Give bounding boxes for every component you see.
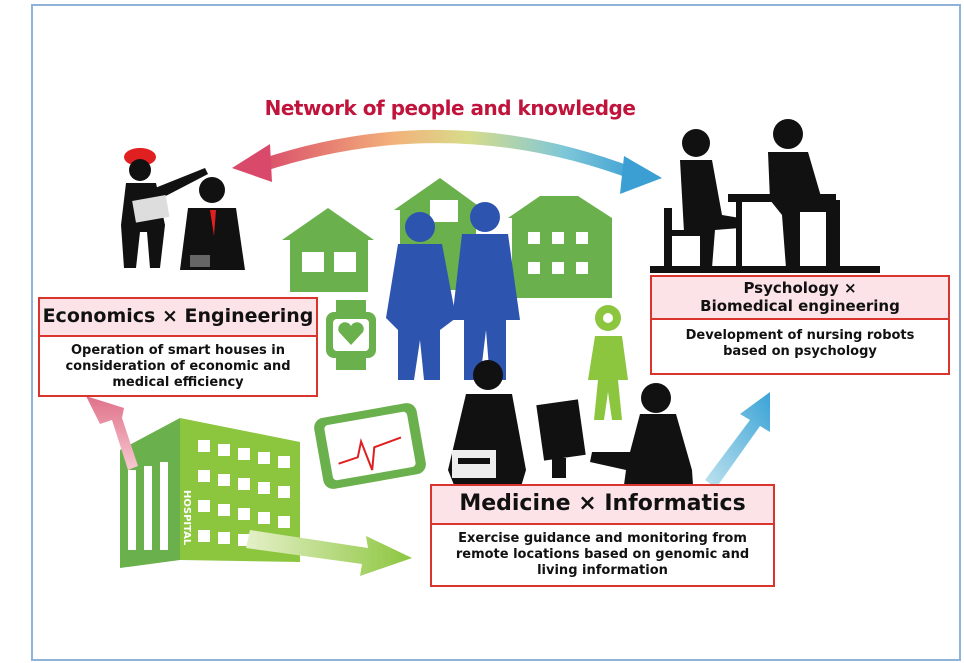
hospital-sign: HOSPITAL xyxy=(181,490,192,546)
economics-engineering-box: Economics × Engineering Operation of sma… xyxy=(38,297,318,397)
psychology-biomedical-box: Psychology × Biomedical engineering Deve… xyxy=(650,275,950,375)
counseling-silhouette xyxy=(650,119,880,273)
psychology-heading-line1: Psychology × xyxy=(743,279,857,297)
hospital-building-icon: HOSPITAL xyxy=(120,418,300,568)
economics-engineering-text: Operation of smart houses in considerati… xyxy=(65,343,291,390)
computer-user-silhouette xyxy=(536,383,694,500)
green-arrow xyxy=(246,530,412,576)
smartwatch-icon xyxy=(326,300,376,370)
psychology-biomedical-text: Development of nursing robots based on p… xyxy=(685,328,915,359)
economics-engineering-heading: Economics × Engineering xyxy=(40,299,316,337)
pink-arrow xyxy=(86,396,138,470)
worker-silhouette xyxy=(121,148,208,268)
businessman-silhouette xyxy=(180,177,245,270)
robot-icon xyxy=(588,305,628,420)
tablet-ecg-icon xyxy=(314,403,426,489)
medicine-informatics-text: Exercise guidance and monitoring from re… xyxy=(455,531,750,578)
psychology-heading-line2: Biomedical engineering xyxy=(700,297,900,315)
network-arc-arrow xyxy=(232,129,662,194)
elderly-couple-silhouette xyxy=(386,202,520,380)
medicine-informatics-box: Medicine × Informatics Exercise guidance… xyxy=(430,484,775,587)
doctor-silhouette xyxy=(448,360,526,490)
psychology-biomedical-heading: Psychology × Biomedical engineering xyxy=(652,277,948,320)
blue-arrow xyxy=(705,392,770,488)
diagram-title: Network of people and knowledge xyxy=(264,96,636,120)
medicine-informatics-heading: Medicine × Informatics xyxy=(432,486,773,525)
